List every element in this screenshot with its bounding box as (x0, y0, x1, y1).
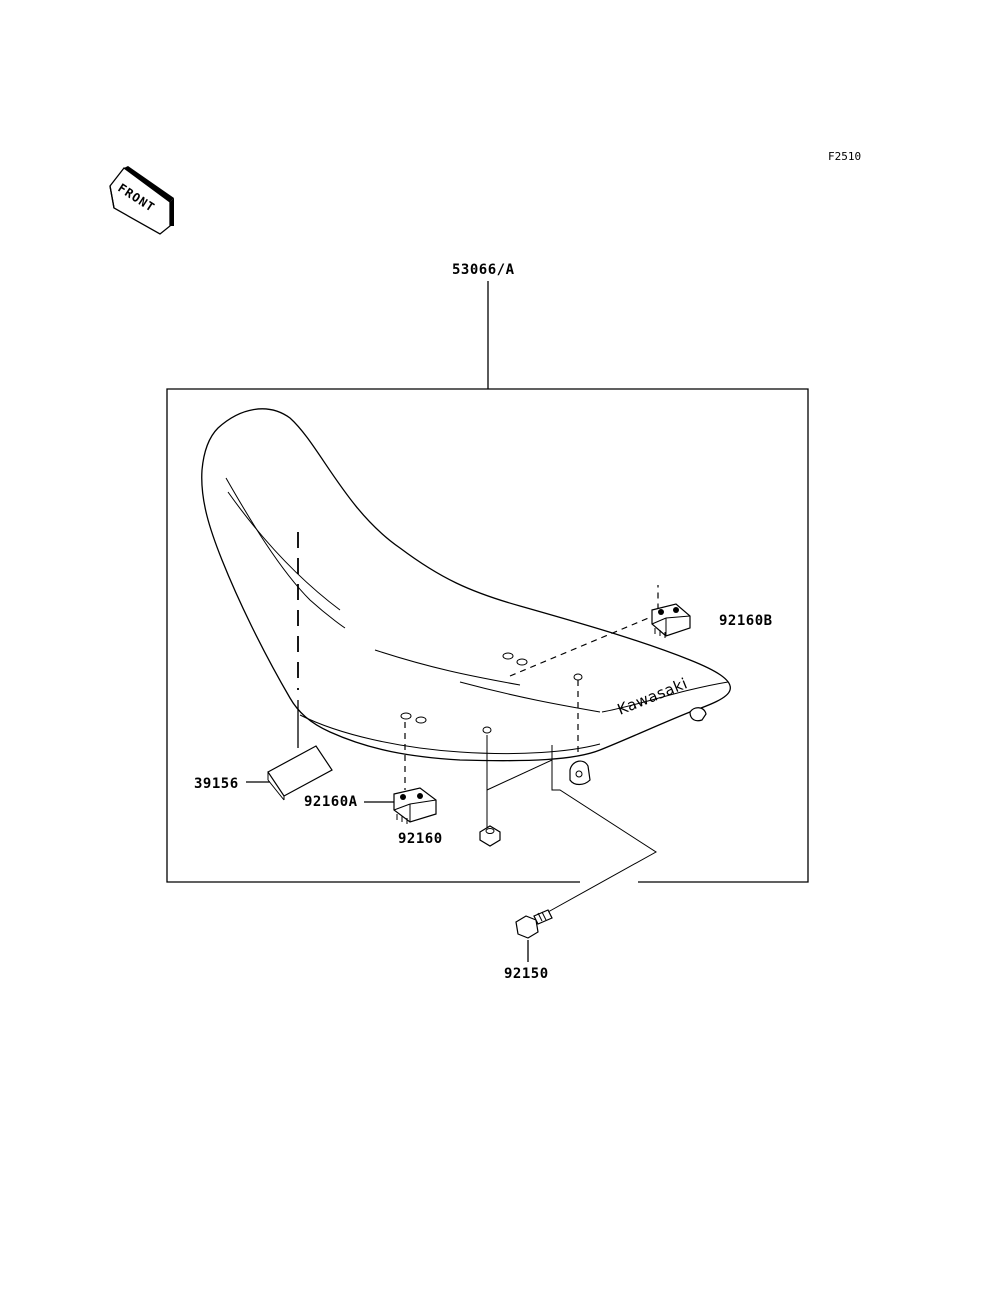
label-seat-assembly: 53066/A (452, 262, 515, 278)
seat-brand-text: Kawasaki (615, 674, 690, 718)
label-92160: 92160 (398, 831, 443, 847)
pad-39156-icon (267, 745, 333, 801)
label-92150: 92150 (504, 966, 549, 982)
line-damper-link (486, 759, 553, 791)
dash-line-92160b (509, 585, 659, 677)
clip-92160a-icon (393, 787, 437, 824)
bolt-92150-icon (515, 909, 553, 939)
mounting-holes (400, 652, 583, 734)
damper-92160-icon (479, 825, 501, 847)
front-arrow-icon (109, 166, 174, 235)
seat-body (201, 408, 731, 786)
assembly-frame (166, 388, 809, 883)
clip-92160b-icon (651, 603, 691, 638)
label-39156: 39156 (194, 776, 239, 792)
label-92160a: 92160A (304, 794, 358, 810)
leader-bolt (547, 745, 657, 913)
figure-code: F2510 (828, 150, 861, 163)
label-92160b: 92160B (719, 613, 773, 629)
